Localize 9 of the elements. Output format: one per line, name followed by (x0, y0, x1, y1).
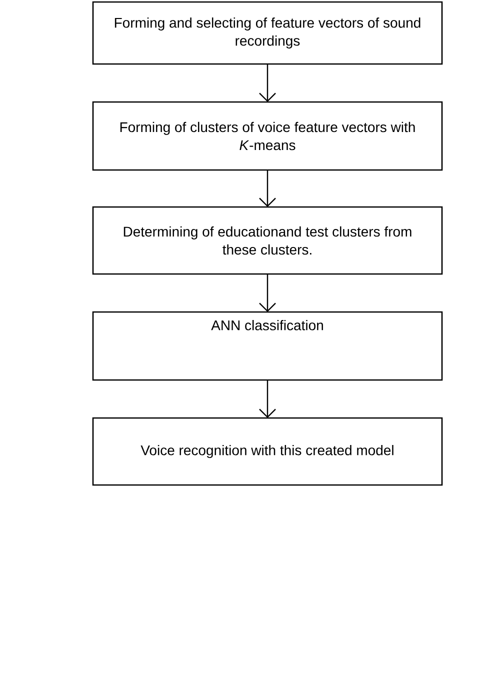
arrow (259, 380, 276, 418)
arrow (259, 170, 276, 207)
arrow (259, 274, 276, 312)
process-box: Forming and selecting of feature vectors of sound recordings (92, 1, 443, 65)
process-box: Forming of clusters of voice feature vectors with K-means (92, 101, 443, 171)
process-box: Voice recognition with this created model (92, 417, 443, 486)
arrow (259, 64, 276, 102)
process-box: Determining of educationand test clusters from these clusters. (92, 206, 443, 275)
process-box: ANN classification (92, 311, 443, 381)
